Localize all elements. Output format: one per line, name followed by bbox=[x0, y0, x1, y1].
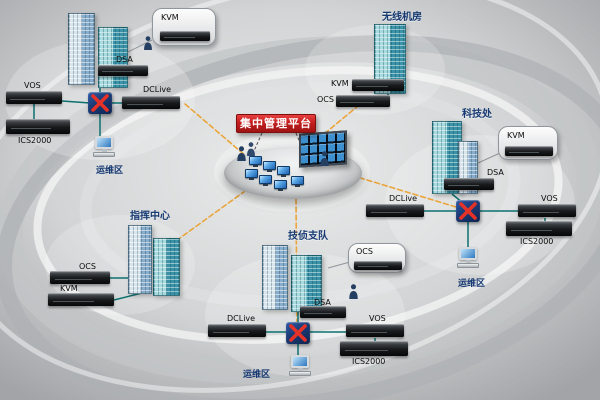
topleft-kvm-label: KVM bbox=[161, 13, 179, 22]
bottomcenter-vos-device-icon bbox=[346, 324, 404, 337]
topright-kvm-label: KVM bbox=[331, 79, 349, 88]
workstation-icon bbox=[456, 247, 480, 268]
right-kvm-device-icon bbox=[505, 146, 553, 156]
bottomcenter-dsa-device-icon bbox=[300, 306, 346, 318]
right-site-name: 科技处 bbox=[462, 109, 492, 120]
bottomcenter-ocs-label: OCS bbox=[356, 247, 373, 256]
building-icon bbox=[153, 238, 180, 296]
bottomcenter-site-name: 技侦支队 bbox=[288, 231, 328, 242]
platform-computer-icon bbox=[259, 175, 272, 186]
bottomcenter-dclive-device-icon bbox=[208, 324, 266, 337]
bottomleft-kvm-device-icon bbox=[48, 293, 114, 306]
person-icon bbox=[349, 284, 358, 299]
bottomleft-site-name: 指挥中心 bbox=[130, 211, 170, 222]
bottomcenter-area-label: 运维区 bbox=[243, 370, 271, 380]
platform-computer-icon bbox=[245, 169, 258, 180]
person-icon bbox=[320, 151, 329, 166]
center-title: 集中管理平台 bbox=[236, 114, 316, 133]
bottomcenter-dclive-label: DCLive bbox=[227, 314, 256, 323]
platform-computer-icon bbox=[291, 176, 304, 187]
topright-ocs-label: OCS bbox=[317, 95, 334, 104]
bottomcenter-ics2000-device-icon bbox=[340, 341, 408, 356]
bottomcenter-ics2000-label: ICS2000 bbox=[352, 357, 386, 366]
topleft-ics2000-label: ICS2000 bbox=[18, 136, 52, 145]
bottomcenter-vos-label: VOS bbox=[369, 314, 386, 323]
bottomcenter-switch-icon bbox=[286, 322, 310, 344]
right-ics2000-device-icon bbox=[506, 221, 572, 236]
building-icon bbox=[98, 27, 128, 88]
bottomcenter-ocs-callout: OCS bbox=[348, 243, 406, 273]
topright-ocs-device-icon bbox=[336, 95, 390, 107]
platform-computer-icon bbox=[277, 166, 290, 177]
bottomleft-ocs-label: OCS bbox=[79, 262, 96, 271]
bottomcenter-dsa-label: DSA bbox=[314, 298, 331, 307]
topleft-area-label: 运维区 bbox=[96, 166, 124, 176]
person-icon bbox=[247, 142, 255, 156]
workstation-icon bbox=[92, 136, 116, 157]
right-vos-label: VOS bbox=[541, 194, 558, 203]
right-area-label: 运维区 bbox=[458, 279, 486, 289]
bottomleft-kvm-label: KVM bbox=[60, 284, 78, 293]
right-vos-device-icon bbox=[518, 204, 576, 217]
topright-site-name: 无线机房 bbox=[382, 12, 422, 23]
person-icon bbox=[237, 146, 246, 161]
building-icon bbox=[68, 13, 95, 85]
bottomcenter-ocs-device-icon bbox=[354, 261, 402, 270]
topleft-vos-device-icon bbox=[6, 91, 62, 104]
topleft-kvm-device-icon bbox=[160, 31, 210, 41]
topright-kvm-device-icon bbox=[352, 79, 404, 91]
right-dclive-device-icon bbox=[366, 204, 424, 217]
right-kvm-callout: KVM bbox=[498, 126, 558, 160]
topleft-vos-label: VOS bbox=[24, 81, 41, 90]
topleft-dclive-device-icon bbox=[122, 96, 180, 109]
building-icon bbox=[262, 245, 288, 310]
topleft-switch-icon bbox=[88, 92, 112, 114]
right-ics2000-label: ICS2000 bbox=[520, 237, 554, 246]
right-dsa-device-icon bbox=[444, 178, 494, 190]
workstation-icon bbox=[288, 355, 312, 376]
topleft-dsa-label: DSA bbox=[116, 55, 133, 64]
topleft-ics2000-device-icon bbox=[6, 119, 70, 134]
platform-computer-icon bbox=[274, 180, 287, 191]
right-dsa-label: DSA bbox=[487, 168, 504, 177]
topleft-dsa-device-icon bbox=[98, 65, 148, 76]
platform-computer-icon bbox=[263, 161, 276, 172]
person-icon bbox=[144, 36, 152, 50]
right-dclive-label: DCLive bbox=[389, 194, 418, 203]
right-switch-icon bbox=[456, 200, 480, 222]
right-kvm-label: KVM bbox=[507, 131, 525, 140]
topleft-kvm-callout: KVM bbox=[152, 8, 216, 46]
bottomleft-ocs-device-icon bbox=[50, 271, 110, 284]
topleft-dclive-label: DCLive bbox=[143, 85, 172, 94]
building-icon bbox=[128, 225, 152, 294]
platform-computer-icon bbox=[249, 156, 262, 167]
